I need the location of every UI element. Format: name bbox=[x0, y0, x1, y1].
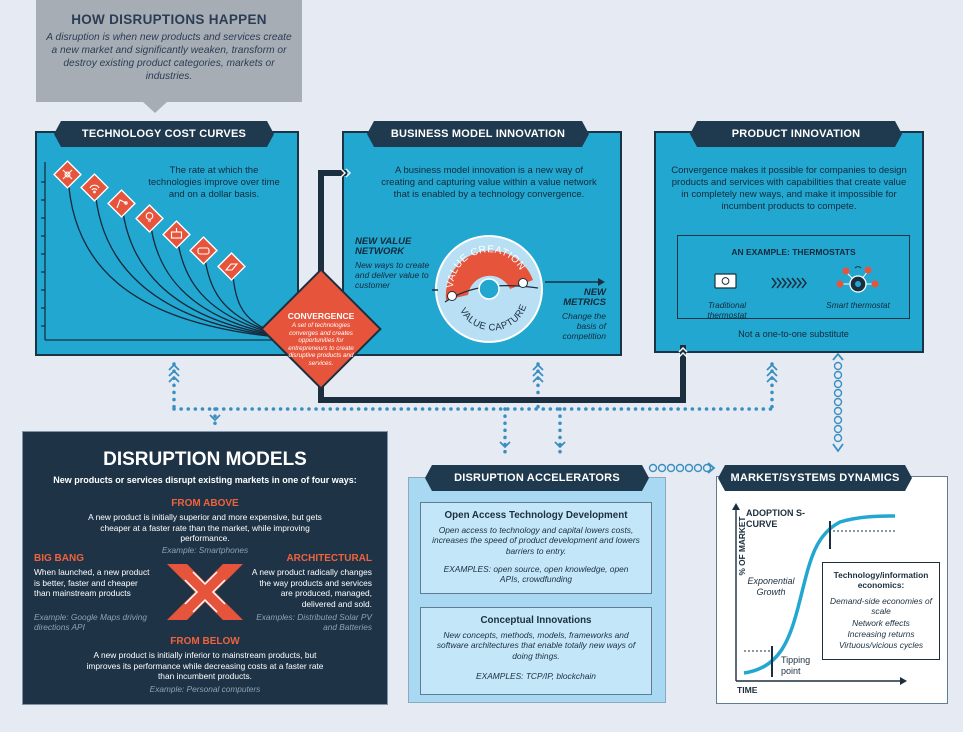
big-bang-body: When launched, a new product is better, … bbox=[34, 567, 150, 598]
conceptual-box bbox=[420, 607, 652, 695]
business-model-body: A business model innovation is a new way… bbox=[381, 165, 597, 200]
market-title: MARKET/SYSTEMS DYNAMICS bbox=[718, 465, 912, 491]
economics-box bbox=[822, 562, 940, 660]
product-body: Convergence makes it possible for compan… bbox=[671, 165, 907, 212]
big-bang-example: Example: Google Maps driving directions … bbox=[34, 612, 147, 632]
cost-curve-1 bbox=[67, 174, 269, 337]
tech-cost-body: The rate at which the technologies impro… bbox=[148, 165, 280, 200]
architectural-body: A new product radically changes the way … bbox=[251, 567, 372, 609]
intro-body: A disruption is when new products and se… bbox=[46, 32, 292, 82]
from-above-example: Example: Smartphones bbox=[161, 545, 249, 555]
traditional-thermostat-icon bbox=[714, 273, 737, 289]
accelerators-title: DISRUPTION ACCELERATORS bbox=[425, 465, 649, 491]
adoption-curve-label: ADOPTION S-CURVE bbox=[746, 508, 806, 529]
disruption-models-title: DISRUPTION MODELS bbox=[103, 449, 307, 470]
product-panel bbox=[654, 131, 924, 353]
intro-callout: HOW DISRUPTIONS HAPPEN A disruption is w… bbox=[36, 0, 302, 102]
tech-cost-title: TECHNOLOGY COST CURVES bbox=[54, 121, 274, 147]
cost-curve-5 bbox=[176, 234, 269, 333]
product-footer: Not a one-to-one substitute bbox=[738, 329, 849, 339]
economics-item-1: Demand-side economies of scale bbox=[830, 596, 932, 617]
thermostat-example-box bbox=[677, 235, 910, 319]
thermostat-example-title: AN EXAMPLE: THERMOSTATS bbox=[731, 247, 856, 257]
new-value-network-title: NEW VALUE NETWORK bbox=[355, 236, 412, 257]
cost-curve-2 bbox=[94, 187, 269, 336]
new-value-network-body: New ways to create and deliver value to … bbox=[355, 260, 430, 290]
intro-callout-pointer bbox=[143, 102, 167, 113]
open-access-examples: EXAMPLES: open source, open knowledge, o… bbox=[443, 564, 629, 585]
open-access-title: Open Access Technology Development bbox=[444, 510, 628, 521]
wifi-icon bbox=[80, 173, 109, 202]
cost-curve-3 bbox=[121, 203, 269, 335]
robot-arm-icon bbox=[107, 189, 136, 218]
economics-item-2: Network effects bbox=[852, 618, 910, 628]
open-access-box bbox=[420, 502, 652, 594]
new-metrics-body: Change the basis of competition bbox=[562, 311, 606, 341]
tipping-point-label: Tipping point bbox=[781, 655, 811, 676]
market-x-label: TIME bbox=[737, 685, 758, 695]
new-metrics-title: NEW METRICS bbox=[563, 287, 606, 308]
convergence-body: A set of technologies converges and crea… bbox=[288, 322, 354, 367]
disruption-models-panel bbox=[22, 431, 388, 705]
economics-item-3: Increasing returns bbox=[847, 629, 915, 639]
architectural-title: ARCHITECTURAL bbox=[286, 553, 372, 564]
vr-headset-icon bbox=[189, 236, 218, 265]
arrows-icon bbox=[771, 277, 807, 289]
conceptual-body: New concepts, methods, models, framework… bbox=[436, 630, 636, 661]
conceptual-title: Conceptual Innovations bbox=[480, 615, 592, 626]
traditional-thermostat-label: Traditional thermostat bbox=[707, 300, 747, 320]
economics-item-4: Virtuous/vicious cycles bbox=[838, 640, 924, 650]
economics-title: Technology/information economics: bbox=[833, 570, 929, 590]
from-above-title: FROM ABOVE bbox=[171, 498, 239, 509]
architectural-example: Examples: Distributed Solar PV and Batte… bbox=[256, 612, 372, 632]
disruption-models-subtitle: New products or services disrupt existin… bbox=[53, 475, 357, 485]
from-below-body: A new product is initially inferior to m… bbox=[86, 650, 324, 681]
smart-thermostat-icon bbox=[836, 266, 879, 293]
convergence-title: CONVERGENCE bbox=[287, 311, 355, 321]
from-above-body: A new product is initially superior and … bbox=[88, 512, 322, 543]
open-access-body: Open access to technology and capital lo… bbox=[432, 525, 640, 556]
smart-thermostat-label: Smart thermostat bbox=[826, 300, 890, 310]
lightbulb-icon bbox=[135, 204, 164, 233]
conceptual-examples: EXAMPLES: TCP/IP, blockchain bbox=[476, 671, 596, 681]
exponential-growth-label: Exponential Growth bbox=[747, 576, 795, 597]
convergence-diamond bbox=[260, 268, 382, 390]
3d-printer-icon bbox=[162, 220, 191, 249]
value-creation-arc bbox=[445, 250, 533, 300]
big-bang-title: BIG BANG bbox=[34, 553, 84, 564]
business-model-title: BUSINESS MODEL INNOVATION bbox=[367, 121, 589, 147]
intro-title: HOW DISRUPTIONS HAPPEN bbox=[71, 12, 267, 27]
from-below-title: FROM BELOW bbox=[170, 636, 240, 647]
solar-panel-icon bbox=[217, 252, 246, 281]
cost-curve-4 bbox=[149, 218, 269, 334]
from-below-example: Example: Personal computers bbox=[149, 684, 261, 694]
product-title: PRODUCT INNOVATION bbox=[690, 121, 902, 147]
s-curve-line bbox=[743, 514, 896, 675]
cost-curve-6 bbox=[203, 250, 269, 332]
